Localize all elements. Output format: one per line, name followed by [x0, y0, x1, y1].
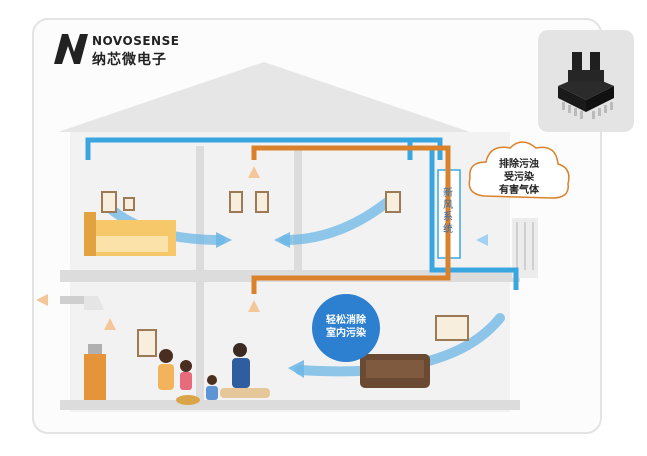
fresh-air-label: 新 风 系 统 — [441, 188, 455, 236]
cold-vent-arrows — [476, 234, 488, 246]
arrow-head-2 — [274, 232, 290, 248]
air-vent-icon — [60, 296, 84, 304]
sensor-chip-icon — [558, 52, 614, 119]
warm-vent-arrows — [36, 166, 260, 330]
cloud-icon — [468, 141, 570, 199]
warm-duct — [251, 145, 451, 294]
cloud-line-1: 排除污浊 — [499, 159, 539, 170]
brand-name-en: NOVOSENSE — [92, 34, 180, 48]
cloud-text: 排除污浊 受污染 有害气体 — [464, 158, 574, 197]
fresh-air-char-4: 统 — [443, 224, 453, 235]
arrow-head-1 — [216, 232, 232, 248]
wall-1 — [196, 146, 204, 270]
bubble-line-2: 室内污染 — [326, 328, 366, 339]
ground-slab — [60, 400, 520, 410]
arrow-head-3 — [288, 360, 304, 378]
sofa-icon — [360, 354, 430, 388]
brand-logo: NOVOSENSE 纳芯微电子 — [54, 32, 194, 72]
bed-icon — [84, 212, 176, 256]
picture-frames — [101, 191, 469, 357]
cloud-line-3: 有害气体 — [499, 185, 539, 196]
sensor-card — [538, 30, 634, 132]
novosense-logo-icon — [54, 34, 88, 64]
pollution-cloud: 排除污浊 受污染 有害气体 — [464, 134, 574, 208]
cloud-line-2: 受污染 — [504, 172, 534, 183]
wall-2 — [294, 146, 302, 270]
bubble-text: 轻松消除 室内污染 — [312, 314, 380, 340]
fresh-air-char-1: 新 — [443, 188, 453, 199]
bubble-line-1: 轻松消除 — [326, 315, 366, 326]
wall-3 — [196, 282, 204, 400]
purify-bubble: 轻松消除 室内污染 — [312, 294, 380, 362]
fresh-air-char-3: 系 — [443, 212, 453, 223]
brand-name-cn: 纳芯微电子 — [92, 52, 167, 68]
fresh-air-char-2: 风 — [443, 200, 453, 211]
family-icon — [158, 343, 270, 405]
roof — [58, 62, 470, 132]
water-heater-icon — [84, 344, 106, 400]
